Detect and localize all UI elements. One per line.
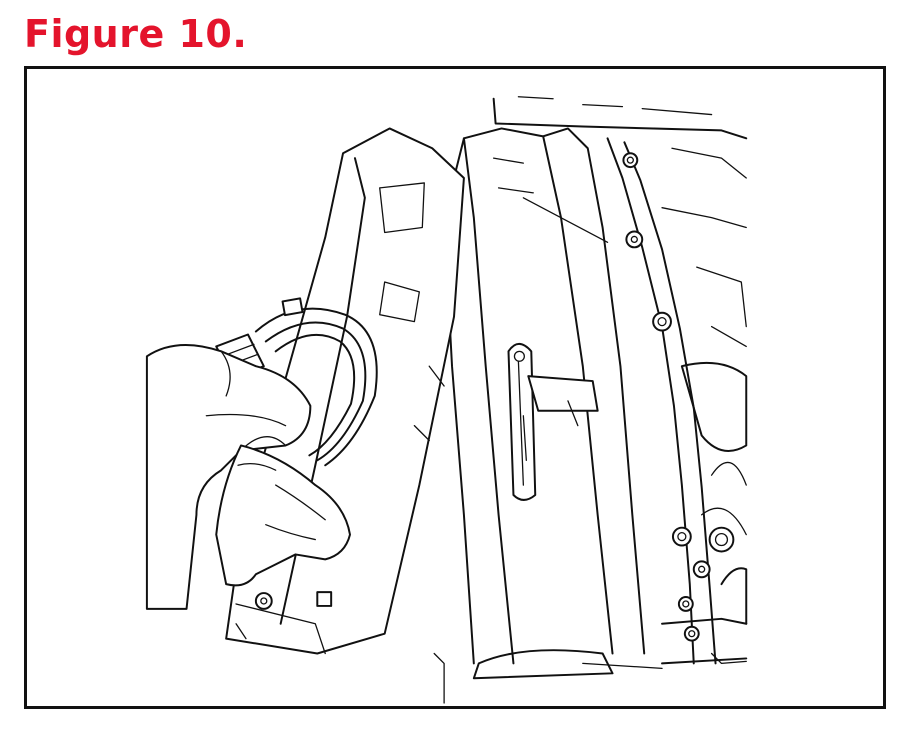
radio-bay-channel xyxy=(433,127,646,704)
dashboard-removal-illustration xyxy=(145,96,748,704)
lower-right-detail xyxy=(710,567,748,665)
mounting-bracket xyxy=(507,342,599,501)
hands xyxy=(145,343,351,610)
figure-frame xyxy=(24,66,886,709)
dashboard-housing xyxy=(492,96,748,669)
housing-screws xyxy=(622,152,735,642)
figure-title: Figure 10. xyxy=(24,12,248,56)
